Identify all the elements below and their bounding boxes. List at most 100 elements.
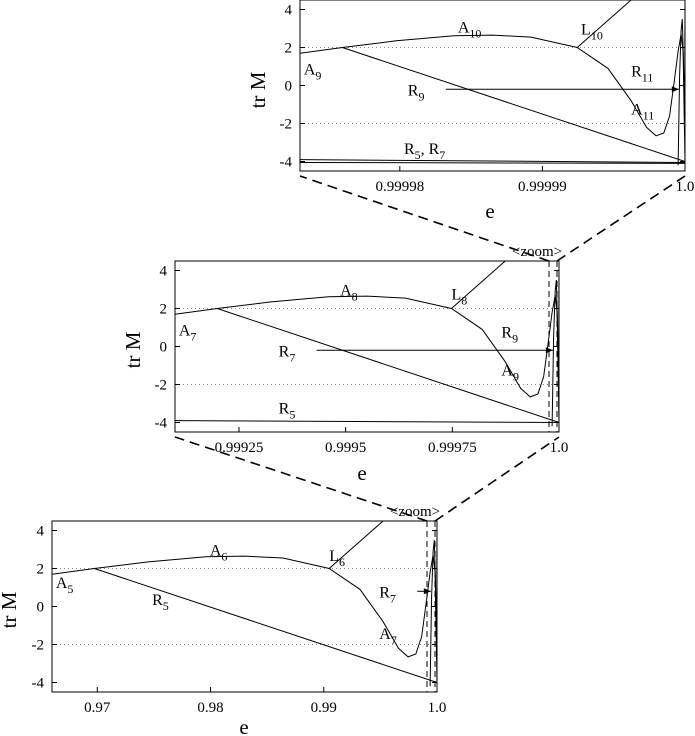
curve-label-R5-main2: R: [429, 141, 440, 158]
curve-label-A5: A5: [56, 575, 74, 596]
curve-label-A8-main: A: [340, 283, 352, 300]
zoom-connector-line: [434, 436, 560, 522]
curve-spike-branch: [677, 3, 686, 166]
y-tick-label: 4: [160, 264, 168, 280]
x-tick-label: 0.99975: [428, 440, 477, 456]
y-tick-label: -2: [280, 117, 293, 133]
x-tick-label: 1.0: [550, 440, 569, 456]
label-arrow-head: [671, 86, 679, 93]
curve-label-A9-sub: 9: [315, 68, 321, 82]
y-tick-label: -4: [32, 676, 45, 692]
curve-label-L6: L6: [329, 548, 345, 569]
curve-label-R11-sub: 11: [642, 70, 654, 84]
curve-label-L10-sub: 10: [591, 29, 603, 43]
curve-label-A6-main: A: [210, 543, 222, 560]
y-tick-label: -4: [155, 416, 168, 432]
x-tick-label: 0.98: [197, 700, 223, 716]
curve-label-A9: A9: [304, 61, 322, 82]
curve-A-branch: [299, 34, 686, 162]
curve-label-R9-main: R: [408, 82, 419, 99]
y-tick-label: 0: [285, 79, 293, 95]
curve-R-line: [342, 47, 686, 162]
curve-label-R9-main: R: [501, 324, 512, 341]
y-tick-label: -2: [32, 638, 45, 654]
curve-label-A6: A6: [210, 543, 228, 564]
x-axis-label: e: [357, 461, 366, 485]
curve-label-R7: R7: [279, 343, 296, 364]
zoom-connector-line: [556, 175, 686, 262]
zoom-label: <zoom>: [390, 504, 440, 520]
curve-label-A9-main: A: [501, 362, 513, 379]
curve-label-A7: A7: [179, 322, 197, 343]
curve-label-R5-sub2: 7: [439, 148, 445, 162]
plot-frame: [299, 0, 686, 172]
curve-label-L8-main: L: [451, 286, 461, 303]
curve-label-A11-main: A: [631, 101, 643, 118]
curve-label-R7-main: R: [379, 584, 390, 601]
curve-label-A8-sub: 8: [352, 290, 358, 304]
curve-label-A9: A9: [501, 362, 519, 383]
curve-L-line: [576, 0, 632, 48]
y-tick-label: 0: [160, 340, 168, 356]
curve-label-R5-main: R: [152, 592, 163, 609]
curve-label-L10: L10: [581, 22, 603, 43]
curve-spike-branch: [429, 524, 438, 687]
zoom-label: <zoom>: [512, 244, 562, 260]
curve-label-A5-main: A: [56, 575, 68, 592]
y-tick-label: 0: [37, 600, 45, 616]
curve-label-R11: R11: [631, 63, 653, 84]
curve-A-branch: [51, 555, 438, 683]
curve-label-A9-sub: 9: [513, 369, 519, 383]
zoom-connectors: [174, 175, 686, 522]
curve-label-R9-sub: 9: [418, 89, 424, 103]
curve-label-R11-main: R: [631, 63, 642, 80]
curve-L-line: [451, 260, 506, 309]
zoom-connector-line: [299, 175, 550, 262]
y-tick-label: 4: [37, 524, 45, 540]
x-tick-label: 0.97: [84, 700, 111, 716]
curve-R-line: [217, 308, 560, 423]
curve-R7-line: [299, 161, 686, 164]
curve-label-R7-sub: 7: [289, 350, 295, 364]
curve-label-R5-main: R: [404, 141, 415, 158]
plot-frame: [174, 260, 560, 433]
curve-label-A7: A7: [379, 626, 397, 647]
x-axis-label: e: [239, 715, 248, 736]
curve-label-L10-main: L: [581, 22, 591, 39]
curve-label-R9: R9: [408, 82, 425, 103]
label-arrow-head: [545, 347, 553, 354]
x-tick-label: 0.99999: [518, 179, 567, 195]
curve-label-A7-sub: 7: [190, 329, 196, 343]
x-axis-label: e: [485, 199, 494, 223]
curve-label-A7-sub: 7: [391, 633, 397, 647]
x-tick-label: 0.99925: [215, 440, 264, 456]
y-tick-label: -4: [280, 155, 293, 171]
curve-label-A5-sub: 5: [67, 582, 73, 596]
plot-frame: [51, 520, 438, 693]
curve-label-R7-main: R: [279, 343, 290, 360]
curve-label-R7: R7: [379, 584, 396, 605]
curve-label-A7-main: A: [379, 626, 391, 643]
curve-label-A9-main: A: [304, 61, 316, 78]
x-tick-label: 0.9995: [325, 440, 366, 456]
x-tick-label: 0.99: [311, 700, 337, 716]
x-tick-label: 1.0: [676, 179, 695, 195]
y-tick-label: 2: [37, 562, 45, 578]
curve-label-A10-sub: 10: [469, 27, 481, 41]
y-tick-label: 2: [160, 302, 168, 318]
curve-label-R5: R5: [279, 400, 296, 421]
x-tick-label: 1.0: [428, 700, 447, 716]
curve-label-R5: R5: [152, 592, 169, 613]
curve-A-branch: [174, 295, 560, 423]
curve-label-A11-sub: 11: [643, 108, 655, 122]
curve-L-line: [328, 520, 384, 569]
curve-label-A10: A10: [458, 20, 482, 41]
zoom-connector-line: [174, 436, 428, 522]
x-tick-label: 0.99998: [375, 179, 424, 195]
y-tick-label: 4: [285, 3, 293, 19]
curve-label-A11: A11: [631, 101, 654, 122]
curve-R5-line: [299, 159, 686, 163]
